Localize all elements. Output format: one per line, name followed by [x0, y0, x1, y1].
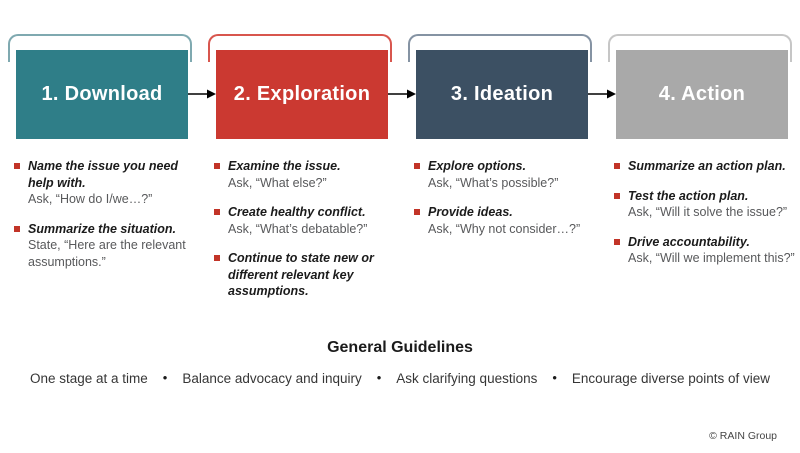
stage-box-ideation: 3. Ideation — [416, 50, 588, 139]
guideline-item: One stage at a time — [29, 371, 148, 386]
list-item: Continue to state new or different relev… — [214, 250, 395, 300]
item-detail: Ask, “Why not consider…?” — [428, 221, 581, 236]
bullet-square-icon — [414, 163, 420, 169]
list-item: Test the action plan. Ask, “Will it solv… — [614, 188, 795, 221]
bullet-square-icon — [614, 163, 620, 169]
stage-title: 1. Download — [41, 83, 163, 105]
item-heading: Drive accountability. — [628, 234, 750, 249]
list-item: Create healthy conflict. Ask, “What’s de… — [214, 204, 395, 237]
stage-bracket — [8, 34, 192, 62]
item-heading: Summarize the situation. — [28, 221, 176, 236]
stage-title: 3. Ideation — [450, 83, 554, 105]
item-heading: Explore options. — [428, 159, 526, 173]
guidelines-title: General Guidelines — [327, 339, 473, 356]
stage-ideation: 3. Ideation Explore options. Ask, “What’… — [400, 0, 600, 453]
copyright: © RAIN Group — [709, 430, 777, 442]
bullet-square-icon — [214, 163, 220, 169]
list-item: Summarize an action plan. — [614, 158, 795, 175]
stage-checklist: Explore options. Ask, “What’s possible?”… — [414, 158, 595, 250]
stage-checklist: Name the issue you need help with. Ask, … — [14, 158, 195, 283]
item-heading: Create healthy conflict. — [228, 205, 366, 219]
stage-exploration: 2. Exploration Examine the issue. Ask, “… — [200, 0, 400, 453]
arrow-right-icon — [588, 89, 616, 99]
item-heading: Summarize an action plan. — [628, 159, 786, 173]
stage-title: 2. Exploration — [233, 83, 371, 105]
stage-box-exploration: 2. Exploration — [216, 50, 388, 139]
guidelines-row: One stage at a time • Balance advocacy and… — [0, 370, 800, 386]
stage-title: 4. Action — [658, 83, 746, 105]
stage-bracket — [208, 34, 392, 62]
stage-checklist: Summarize an action plan. Test the actio… — [614, 158, 795, 280]
dot-separator-icon: • — [376, 370, 382, 385]
stage-action: 4. Action Summarize an action plan. Test… — [600, 0, 800, 453]
bullet-square-icon — [14, 225, 20, 232]
stage-bracket — [608, 34, 792, 62]
item-heading: Continue to state new or different relev… — [228, 251, 374, 298]
arrow-right-icon — [188, 89, 216, 99]
stage-box-download: 1. Download — [16, 50, 188, 139]
bullet-square-icon — [214, 209, 220, 215]
bullet-square-icon — [14, 163, 20, 169]
list-item: Examine the issue. Ask, “What else?” — [214, 158, 395, 191]
bullet-square-icon — [614, 238, 620, 245]
item-detail: State, “Here are the relevant assumption… — [28, 238, 186, 269]
guideline-item: Balance advocacy and inquiry — [182, 371, 362, 386]
list-item: Name the issue you need help with. Ask, … — [14, 158, 195, 208]
item-heading: Name the issue you need help with. — [28, 159, 179, 190]
item-heading: Test the action plan. — [628, 188, 749, 203]
stage-download: 1. Download Name the issue you need help… — [0, 0, 200, 453]
guideline-item: Ask clarifying questions — [396, 371, 538, 386]
bullet-square-icon — [414, 209, 420, 215]
item-detail: Ask, “Will it solve the issue?” — [628, 205, 788, 219]
item-detail: Ask, “What else?” — [228, 175, 327, 190]
item-detail: Ask, “What’s possible?” — [428, 175, 559, 190]
stage-bracket — [408, 34, 592, 62]
item-heading: Provide ideas. — [428, 205, 513, 219]
item-detail: Ask, “What’s debatable?” — [228, 221, 368, 236]
dot-separator-icon: • — [552, 370, 557, 385]
list-item: Summarize the situation. State, “Here ar… — [14, 221, 195, 271]
list-item: Provide ideas. Ask, “Why not consider…?” — [414, 204, 595, 237]
item-detail: Ask, “How do I/we…?” — [28, 192, 153, 206]
stage-box-action: 4. Action — [616, 50, 788, 139]
bullet-square-icon — [614, 192, 620, 199]
list-item: Explore options. Ask, “What’s possible?” — [414, 158, 595, 191]
item-detail: Ask, “Will we implement this?” — [628, 251, 795, 265]
dot-separator-icon: • — [162, 370, 168, 385]
item-heading: Examine the issue. — [228, 159, 341, 173]
arrow-right-icon — [388, 89, 416, 99]
guideline-item: Encourage diverse points of view — [571, 371, 771, 386]
list-item: Drive accountability. Ask, “Will we impl… — [614, 234, 795, 267]
stage-checklist: Examine the issue. Ask, “What else?” Cre… — [214, 158, 395, 313]
bullet-square-icon — [214, 255, 220, 261]
